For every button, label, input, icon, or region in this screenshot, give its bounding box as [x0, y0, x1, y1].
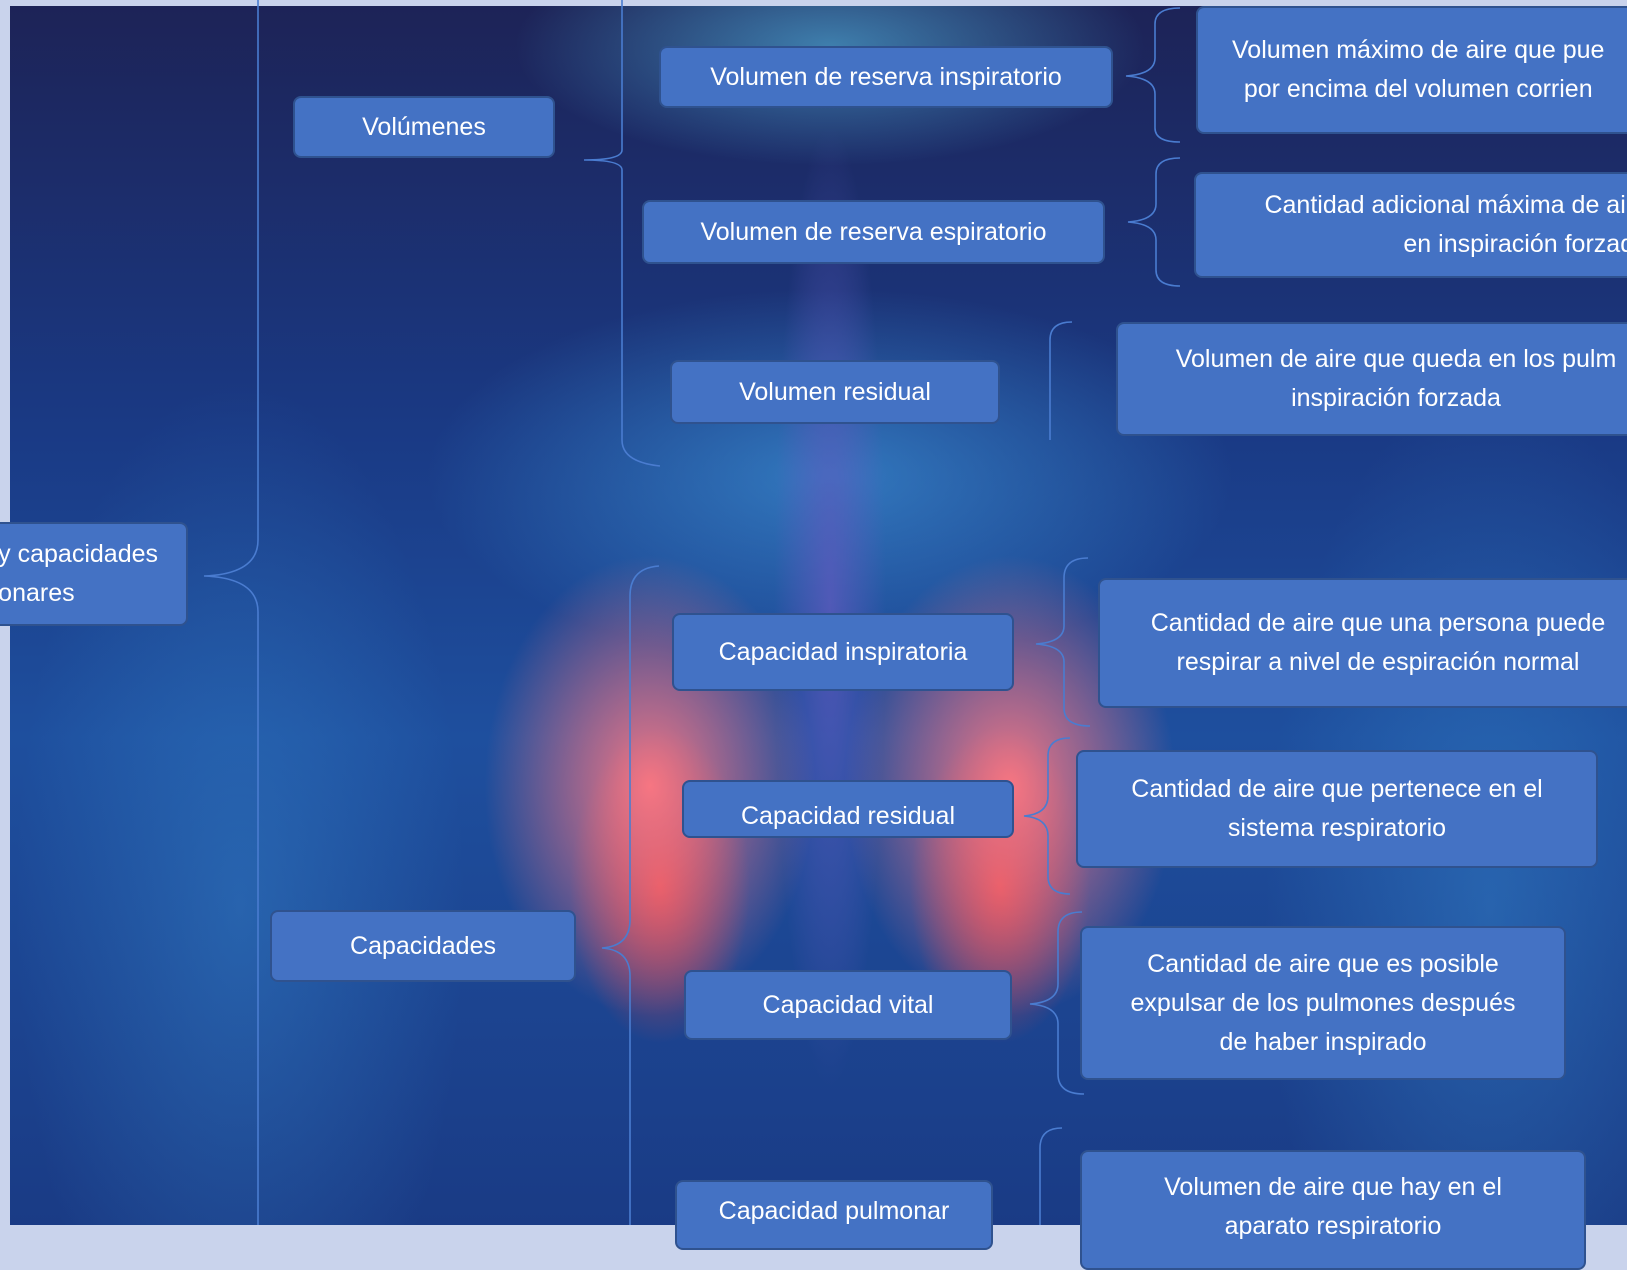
item-label: Capacidad inspiratoria [719, 633, 968, 672]
item-capacidad-inspiratoria: Capacidad inspiratoria [672, 613, 1014, 691]
desc-text: Volumen máximo de aire que pue por encim… [1232, 31, 1604, 109]
desc-text: Cantidad adicional máxima de aire en ins… [1214, 186, 1627, 264]
root-label: y capacidades onares [0, 535, 158, 613]
desc-capacidad-pulmonar: Volumen de aire que hay en el aparato re… [1080, 1150, 1586, 1270]
desc-volumen-residual: Volumen de aire que queda en los pulm in… [1116, 322, 1627, 436]
desc-volumen-reserva-inspiratorio: Volumen máximo de aire que pue por encim… [1196, 6, 1627, 134]
desc-capacidad-vital: Cantidad de aire que es posible expulsar… [1080, 926, 1566, 1080]
item-capacidad-vital: Capacidad vital [684, 970, 1012, 1040]
branch-capacidades: Capacidades [270, 910, 576, 982]
item-label: Capacidad residual [741, 797, 955, 836]
desc-text: Cantidad de aire que pertenece en el sis… [1131, 770, 1542, 848]
item-volumen-residual: Volumen residual [670, 360, 1000, 424]
item-label: Capacidad vital [763, 986, 934, 1025]
desc-capacidad-inspiratoria: Cantidad de aire que una persona puede r… [1098, 578, 1627, 708]
branch-capacidades-label: Capacidades [350, 927, 496, 966]
item-label: Volumen residual [739, 373, 931, 412]
desc-text: Cantidad de aire que es posible expulsar… [1131, 945, 1516, 1062]
item-capacidad-pulmonar: Capacidad pulmonar [675, 1180, 993, 1250]
root-node: y capacidades onares [0, 522, 188, 626]
item-label: Capacidad pulmonar [719, 1192, 950, 1231]
desc-text: Volumen de aire que hay en el aparato re… [1164, 1168, 1502, 1246]
item-capacidad-residual: Capacidad residual [682, 780, 1014, 838]
desc-text: Volumen de aire que queda en los pulm in… [1136, 340, 1627, 418]
item-volumen-reserva-espiratorio: Volumen de reserva espiratorio [642, 200, 1105, 264]
item-volumen-reserva-inspiratorio: Volumen de reserva inspiratorio [659, 46, 1113, 108]
desc-text: Cantidad de aire que una persona puede r… [1151, 604, 1606, 682]
desc-capacidad-residual: Cantidad de aire que pertenece en el sis… [1076, 750, 1598, 868]
desc-volumen-reserva-espiratorio: Cantidad adicional máxima de aire en ins… [1194, 172, 1627, 278]
branch-volumenes: Volúmenes [293, 96, 555, 158]
branch-volumenes-label: Volúmenes [362, 108, 486, 147]
item-label: Volumen de reserva inspiratorio [710, 58, 1062, 97]
item-label: Volumen de reserva espiratorio [700, 213, 1046, 252]
